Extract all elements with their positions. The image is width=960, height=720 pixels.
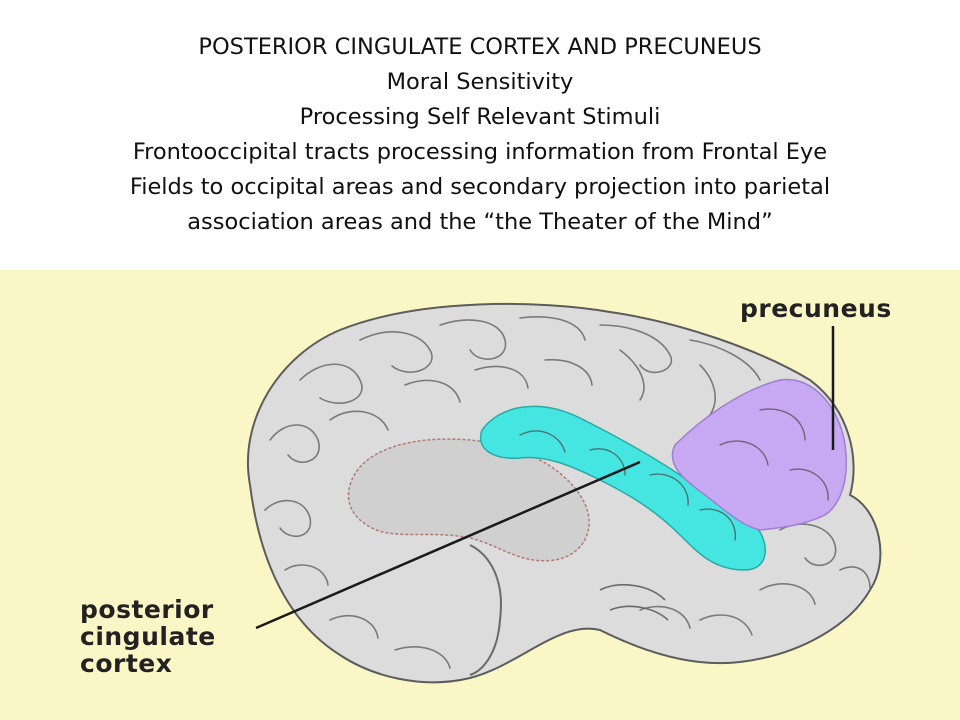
posterior-cingulate-region <box>479 405 766 571</box>
description-line-1: Frontooccipital tracts processing inform… <box>132 139 828 165</box>
slide-title: POSTERIOR CINGULATE CORTEX AND PRECUNEUS <box>198 34 762 60</box>
description-line-2: Fields to occipital areas and secondary … <box>129 174 831 200</box>
corpus-callosum <box>347 438 590 562</box>
subtitle-moral-sensitivity: Moral Sensitivity <box>386 69 574 95</box>
precuneus-region <box>671 378 847 531</box>
brainstem <box>469 544 502 676</box>
brain-illustration <box>0 270 960 720</box>
pcc-label-line-1: posterior <box>80 595 214 624</box>
posterior-cingulate-cortex-label: posterior cingulate cortex <box>80 596 216 677</box>
brain-figure <box>0 270 960 720</box>
pcc-callout-line <box>255 460 641 630</box>
slide-title-block: POSTERIOR CINGULATE CORTEX AND PRECUNEUS… <box>0 30 960 240</box>
description-line-3: association areas and the “the Theater o… <box>187 209 773 235</box>
subtitle-self-relevant: Processing Self Relevant Stimuli <box>299 104 661 130</box>
gyri-pattern <box>264 316 871 669</box>
precuneus-label: precuneus <box>740 294 892 323</box>
pcc-label-line-3: cortex <box>80 649 173 678</box>
colored-region-sulci <box>519 408 829 541</box>
pcc-label-line-2: cingulate <box>80 622 216 651</box>
cerebellum-lines <box>599 584 669 621</box>
